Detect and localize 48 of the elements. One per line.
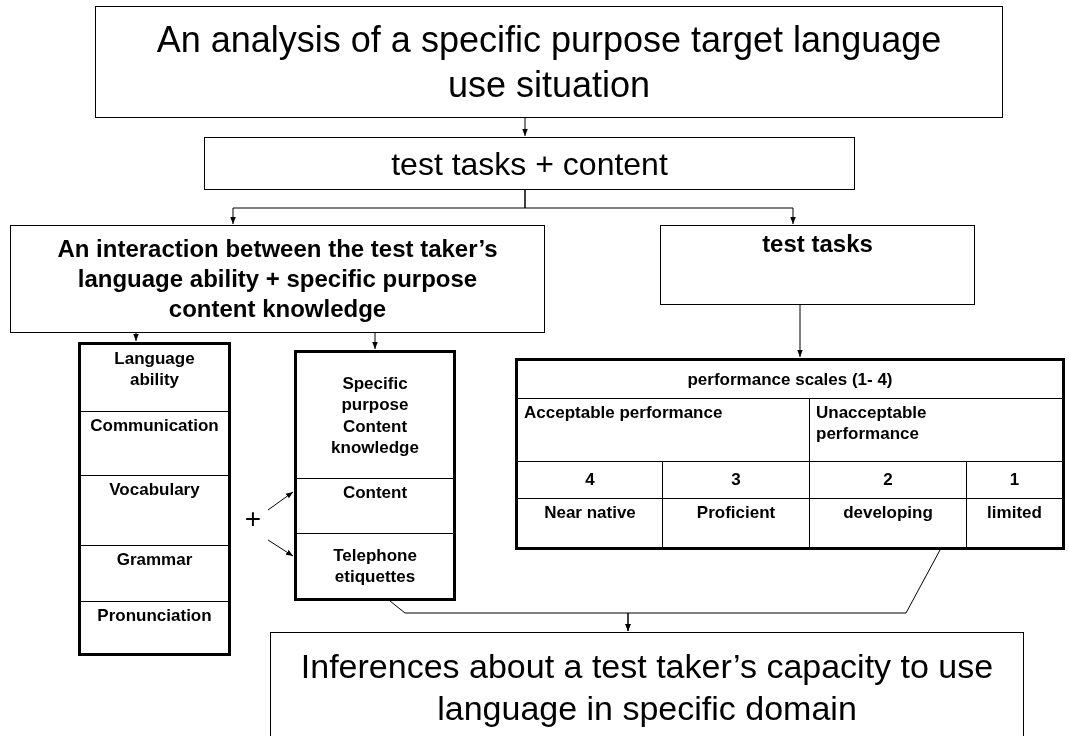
- arrow: [133, 332, 139, 342]
- cell-text: Specific purpose Content knowledge: [330, 373, 420, 458]
- arrow: [267, 539, 294, 557]
- arrow: [524, 189, 796, 225]
- box-text: test tasks: [762, 229, 873, 259]
- box-text: An analysis of a specific purpose target language use situation: [156, 18, 942, 107]
- process-box: [204, 137, 855, 190]
- result-box: [270, 632, 1024, 736]
- cell-text: Vocabulary: [109, 479, 200, 501]
- table-box: [294, 350, 456, 601]
- process-box: [10, 225, 545, 333]
- table-cell: [809, 498, 966, 547]
- cell-text: Acceptable performance: [524, 402, 723, 424]
- cell-text: Grammar: [116, 549, 193, 571]
- arrow: [625, 549, 941, 632]
- table-box: [515, 358, 1065, 550]
- box-text: Inferences about a test taker’s capacity to use language in specific domain: [299, 645, 995, 729]
- arrow: [797, 304, 803, 358]
- table-cell: [966, 498, 1062, 547]
- arrow: [267, 491, 294, 511]
- cell-text: Language ability: [113, 348, 196, 391]
- cell-text: Pronunciation: [97, 605, 212, 627]
- cell-text: limited: [987, 502, 1042, 524]
- cell-text: Communication: [90, 415, 219, 437]
- cell-text: 3: [731, 469, 741, 491]
- plus-sign: +: [244, 501, 262, 536]
- table-box: [78, 342, 231, 656]
- arrow: [372, 332, 378, 350]
- table-cell: [662, 461, 809, 498]
- cell-text: 4: [585, 469, 595, 491]
- title-box: [95, 6, 1003, 118]
- cell-text: Near native: [544, 502, 636, 524]
- cell-text: performance scales (1- 4): [687, 368, 893, 391]
- arrow: [522, 117, 528, 137]
- box-text: An interaction between the test taker’s language ability + specific purpose content knowledge: [56, 234, 499, 324]
- cell-text: Proficient: [696, 502, 776, 524]
- table-cell: [809, 461, 966, 498]
- cell-text: Telephone etiquettes: [332, 544, 418, 588]
- table-cell: [809, 398, 1062, 461]
- table-cell: [966, 461, 1062, 498]
- box-text: test tasks + content: [391, 144, 668, 184]
- table-cell: [662, 498, 809, 547]
- cell-text: Content: [342, 482, 408, 504]
- cell-text: 1: [1009, 469, 1020, 491]
- cell-text: Unacceptable performance: [816, 402, 928, 445]
- cell-text: developing: [843, 502, 933, 524]
- cell-text: 2: [883, 469, 893, 491]
- process-box: [660, 225, 975, 305]
